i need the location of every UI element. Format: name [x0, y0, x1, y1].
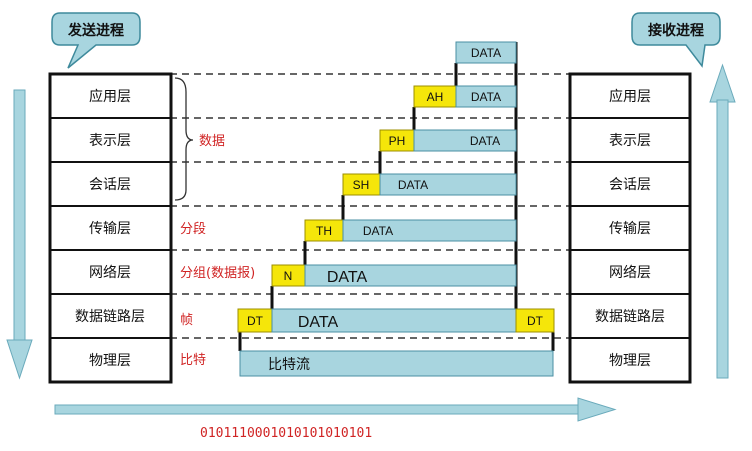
presentation-payload-label: DATA [470, 134, 500, 148]
sender-layer-datalink: 数据链路层 [75, 309, 145, 325]
session-payload [379, 173, 517, 196]
sender-layer-physical: 物理层 [89, 353, 131, 369]
receiver-bubble-shape [631, 12, 721, 68]
datalink-trailer-label: DT [527, 314, 544, 328]
pdu-name-frame: 帧 [180, 313, 193, 328]
transmission-arrow-shaft [54, 404, 581, 415]
receive-arrow-shaft [716, 99, 729, 379]
pdu-name-data: 数据 [199, 134, 225, 149]
sender-bubble: 发送进程 [51, 12, 141, 69]
receive-direction-arrow [709, 63, 736, 379]
send-direction-arrow [6, 89, 33, 380]
receiver-layer-physical: 物理层 [609, 353, 651, 369]
pdu-name-segment: 分段 [180, 222, 206, 237]
pdu-name-packet: 分组(数据报) [180, 266, 255, 281]
pdu-name-bits: 比特 [180, 353, 206, 368]
sender-layer-presentation: 表示层 [89, 133, 131, 149]
datalink-trailer [515, 308, 555, 333]
data-block-top [455, 41, 517, 64]
sender-stack-frame [48, 72, 173, 384]
bit-sequence: 0101110001010101010101 [200, 426, 372, 441]
data-block-top-label: DATA [471, 46, 501, 60]
receiver-bubble: 接收进程 [631, 12, 721, 68]
bitstream-bar [239, 350, 554, 377]
receive-arrow-head [709, 63, 736, 103]
receiver-layer-network: 网络层 [609, 265, 651, 281]
sender-title: 发送进程 [67, 22, 124, 39]
sender-layer-network: 网络层 [89, 265, 131, 281]
receiver-layer-presentation: 表示层 [609, 133, 651, 149]
sender-layer-application: 应用层 [89, 88, 131, 105]
receiver-stack: 应用层 表示层 会话层 传输层 网络层 数据链路层 物理层 [568, 72, 692, 384]
network-payload-label: DATA [327, 269, 368, 286]
app-payload-label: DATA [471, 90, 501, 104]
receiver-layer-datalink: 数据链路层 [595, 309, 665, 325]
sender-layer-transport: 传输层 [89, 221, 131, 237]
network-header-label: N [284, 269, 293, 283]
app-payload [455, 85, 517, 108]
upper-layers-brace [174, 77, 194, 201]
datalink-header-label: DT [247, 314, 264, 328]
receiver-title: 接收进程 [648, 22, 704, 39]
session-payload-label: DATA [398, 178, 428, 192]
session-header-label: SH [353, 178, 370, 192]
datalink-payload-label: DATA [298, 314, 339, 331]
receiver-stack-frame [568, 72, 692, 384]
send-arrow-head [6, 339, 33, 380]
bitstream-label: 比特流 [268, 357, 310, 373]
transmission-arrow [54, 397, 617, 422]
transport-payload-label: DATA [363, 224, 393, 238]
transport-payload [342, 219, 517, 242]
transmission-arrow-head [577, 397, 617, 422]
send-arrow-shaft [13, 89, 26, 343]
receiver-layer-transport: 传输层 [609, 221, 651, 237]
receiver-layer-application: 应用层 [609, 88, 651, 105]
presentation-header-label: PH [389, 134, 406, 148]
sender-bubble-shape [51, 12, 141, 69]
receiver-layer-session: 会话层 [609, 177, 651, 193]
presentation-payload [413, 129, 517, 152]
app-header-label: AH [427, 90, 444, 104]
sender-stack: 应用层 表示层 会话层 传输层 网络层 数据链路层 物理层 [48, 72, 173, 384]
network-payload [304, 264, 517, 287]
transport-header-label: TH [316, 224, 332, 238]
sender-layer-session: 会话层 [89, 177, 131, 193]
